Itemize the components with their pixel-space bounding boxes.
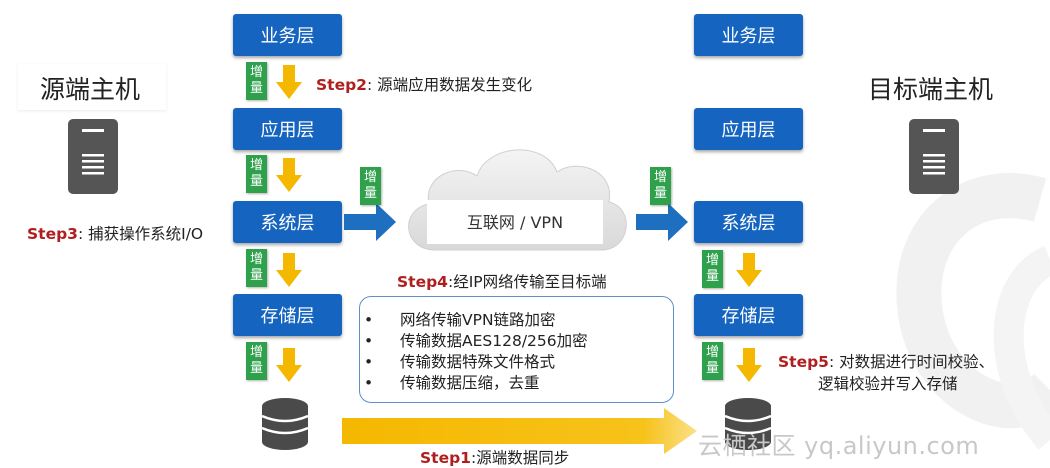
target-layer-storage: 存储层 <box>694 294 803 336</box>
target-server-icon <box>909 119 959 194</box>
target-database-icon <box>725 398 771 450</box>
increment-tag: 增量 <box>702 250 723 288</box>
step5-caption: Step5: 对数据进行时间校验、 <box>778 353 995 371</box>
step2-caption: Step2: 源端应用数据发生变化 <box>316 76 533 94</box>
increment-tag: 增量 <box>246 249 267 287</box>
increment-tag: 增量 <box>650 167 671 205</box>
step1-caption: Step1:源端数据同步 <box>420 449 570 467</box>
background-swirl-decoration <box>896 173 1050 450</box>
source-layer-system: 系统层 <box>233 201 342 243</box>
down-arrow-icon <box>736 253 762 287</box>
down-arrow-icon <box>736 348 762 382</box>
down-arrow-icon <box>276 253 302 287</box>
internet-cloud-icon <box>408 149 627 251</box>
increment-tag: 增量 <box>246 155 267 193</box>
note-item: 传输数据特殊文件格式 <box>364 352 673 373</box>
source-layer-application: 应用层 <box>233 108 342 150</box>
step3-caption: Step3: 捕获操作系统I/O <box>27 225 204 243</box>
increment-tag: 增量 <box>360 167 381 205</box>
down-arrow-icon <box>276 348 302 382</box>
source-database-icon <box>262 398 308 450</box>
increment-tag: 增量 <box>702 342 723 380</box>
increment-tag: 增量 <box>246 342 267 380</box>
sync-arrow-icon <box>342 408 697 454</box>
target-layer-business: 业务层 <box>694 14 803 56</box>
step5-caption-line2: 逻辑校验并写入存储 <box>818 375 958 393</box>
cloud-label: 互联网 / VPN <box>466 213 564 232</box>
watermark-text: 云栖社区 yq.aliyun.com <box>698 432 980 460</box>
target-layer-application: 应用层 <box>694 108 803 150</box>
source-host-label-box <box>18 64 166 110</box>
target-layer-system: 系统层 <box>694 201 803 243</box>
source-server-icon <box>68 119 118 194</box>
right-arrow-icon <box>344 203 396 241</box>
note-item: 传输数据压缩，去重 <box>364 373 673 394</box>
note-item: 网络传输VPN链路加密 <box>364 310 673 331</box>
source-layer-storage: 存储层 <box>233 294 342 336</box>
target-host-label: 目标端主机 <box>868 75 994 104</box>
down-arrow-icon <box>276 65 302 99</box>
increment-tag: 增量 <box>246 62 267 100</box>
step4-caption: Step4:经IP网络传输至目标端 <box>397 273 607 291</box>
security-notes-box: 网络传输VPN链路加密 传输数据AES128/256加密 传输数据特殊文件格式 … <box>359 296 674 403</box>
down-arrow-icon <box>276 158 302 192</box>
note-item: 传输数据AES128/256加密 <box>364 331 673 352</box>
source-layer-business: 业务层 <box>233 14 342 56</box>
source-host-label: 源端主机 <box>40 75 141 104</box>
right-arrow-icon <box>636 203 688 241</box>
